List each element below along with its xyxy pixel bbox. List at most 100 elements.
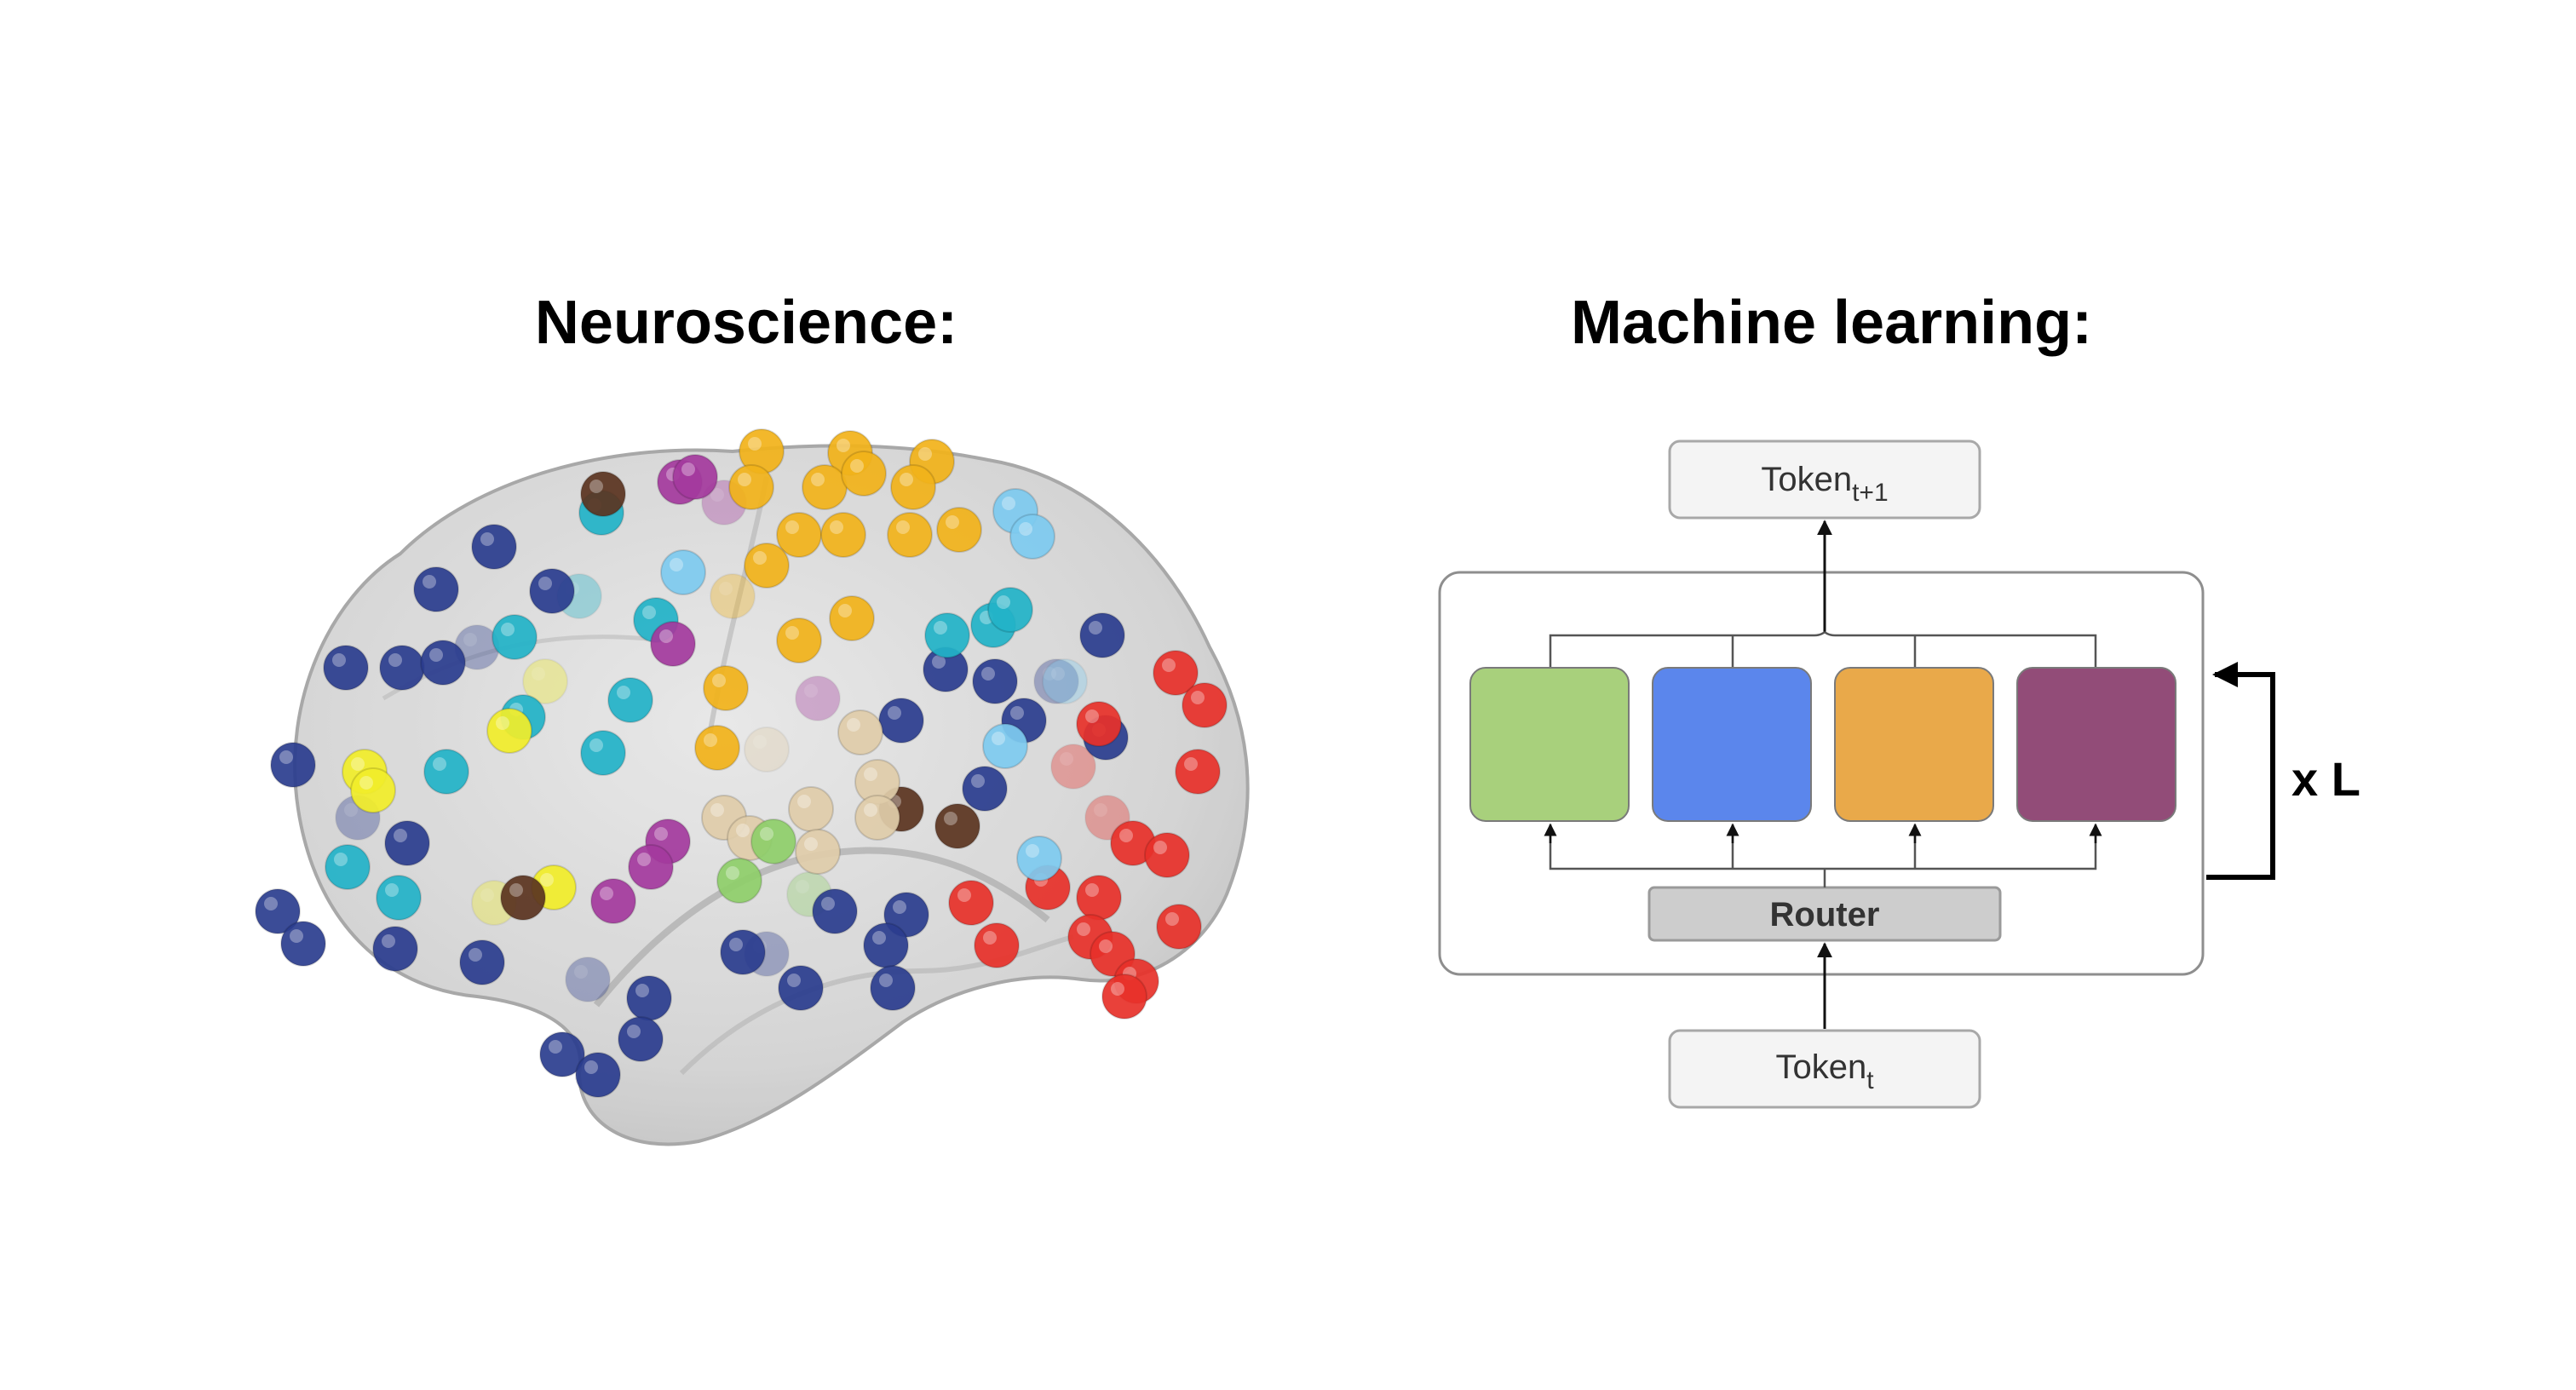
electrode-highlight <box>1162 658 1176 672</box>
electrode-highlight <box>804 684 818 698</box>
electrode-magenta <box>590 878 636 924</box>
electrode-red <box>1050 744 1096 790</box>
electrode-red <box>1076 701 1122 747</box>
electrode-highlight <box>264 897 278 910</box>
electrode-highlight <box>584 1060 598 1074</box>
electrode-highlight <box>463 633 477 646</box>
electrode-highlight <box>864 803 877 817</box>
electrode-highlight <box>469 948 482 962</box>
electrodes-group <box>255 428 1228 1098</box>
electrode-highlight <box>1019 522 1032 536</box>
electrode-highlight <box>797 795 811 808</box>
electrode-highlight <box>1165 912 1179 926</box>
electrode-highlight <box>334 853 348 866</box>
electrode-magenta <box>628 844 674 890</box>
electrode-tan <box>744 727 790 773</box>
electrode-highlight <box>796 880 809 893</box>
expert-2-box <box>1652 667 1812 822</box>
electrode-highlight <box>388 653 402 667</box>
electrode-gold <box>890 464 936 510</box>
electrode-highlight <box>600 887 613 900</box>
electrode-navy <box>1079 612 1125 658</box>
electrode-gold <box>728 464 774 510</box>
electrode-highlight <box>1060 752 1073 766</box>
token-in-label: Tokent <box>1775 1048 1874 1094</box>
electrode-brown <box>934 803 980 849</box>
electrode-red <box>1156 904 1202 950</box>
electrode-tan <box>837 709 883 755</box>
electrode-highlight <box>997 595 1010 609</box>
electrode-gold <box>710 573 756 619</box>
electrode-highlight <box>785 520 799 534</box>
electrode-highlight <box>785 626 799 640</box>
electrode-highlight <box>804 837 818 851</box>
electrode-gold <box>776 617 822 663</box>
electrode-highlight <box>1085 709 1099 723</box>
electrode-highlight <box>385 883 399 897</box>
router-fanout-lines <box>1549 828 2097 887</box>
electrode-highlight <box>1099 939 1113 953</box>
electrode-navy <box>471 524 517 570</box>
electrode-tan <box>854 795 900 841</box>
electrode-cyan <box>580 730 626 776</box>
electrode-highlight <box>574 965 588 979</box>
electrode-highlight <box>540 873 554 887</box>
electrode-green <box>716 858 762 904</box>
electrode-highlight <box>433 757 446 771</box>
electrode-highlight <box>549 1040 562 1054</box>
electrode-highlight <box>1153 841 1167 854</box>
electrode-highlight <box>635 984 649 997</box>
electrode-navy <box>413 566 459 612</box>
electrode-highlight <box>971 774 985 788</box>
electrode-highlight <box>847 718 860 732</box>
electrode-highlight <box>753 735 767 749</box>
electrode-highlight <box>932 655 946 669</box>
electrode-highlight <box>879 974 893 987</box>
electrode-cyan <box>924 612 970 658</box>
moe-layer-box <box>1438 571 2205 976</box>
electrode-cyan <box>607 677 653 723</box>
electrode-red <box>1101 974 1147 1020</box>
electrode-navy <box>539 1031 585 1077</box>
electrode-highlight <box>509 883 523 897</box>
electrode-highlight <box>627 1025 641 1038</box>
electrode-highlight <box>423 575 436 589</box>
electrode-highlight <box>344 803 358 817</box>
electrode-highlight <box>710 803 724 817</box>
electrode-highlight <box>589 480 603 493</box>
electrode-highlight <box>821 897 835 910</box>
electrode-tan <box>795 829 841 875</box>
electrode-lightblue <box>1009 514 1055 560</box>
electrode-highlight <box>1026 844 1039 858</box>
electrode-highlight <box>760 827 773 841</box>
electrode-highlight <box>1119 829 1133 842</box>
electrode-highlight <box>670 558 683 572</box>
electrode-yellow <box>350 767 396 813</box>
electrode-highlight <box>654 827 668 841</box>
electrode-navy <box>323 645 369 691</box>
neuroscience-heading: Neuroscience: <box>534 289 958 357</box>
electrode-lightblue <box>1042 658 1088 704</box>
electrode-highlight <box>900 473 913 486</box>
electrode-navy <box>255 888 301 934</box>
electrode-gold <box>744 543 790 589</box>
electrode-highlight <box>1089 621 1102 635</box>
token-out-sub: t+1 <box>1852 479 1889 507</box>
machine-learning-heading: Machine learning: <box>1570 289 2093 357</box>
electrode-cyan <box>423 749 469 795</box>
electrode-navy <box>280 921 326 967</box>
electrode-highlight <box>659 629 673 643</box>
electrode-navy <box>384 820 430 866</box>
electrode-highlight <box>1077 922 1090 936</box>
electrode-cyan <box>325 844 371 890</box>
electrode-highlight <box>429 648 443 662</box>
electrode-highlight <box>1085 883 1099 897</box>
electrode-highlight <box>332 653 346 667</box>
electrode-highlight <box>710 488 724 502</box>
electrode-navy <box>565 956 611 1002</box>
electrode-highlight <box>359 776 373 790</box>
electrode-highlight <box>642 606 656 619</box>
electrode-highlight <box>830 520 843 534</box>
electrode-brown <box>500 875 546 921</box>
electrode-highlight <box>496 716 509 730</box>
